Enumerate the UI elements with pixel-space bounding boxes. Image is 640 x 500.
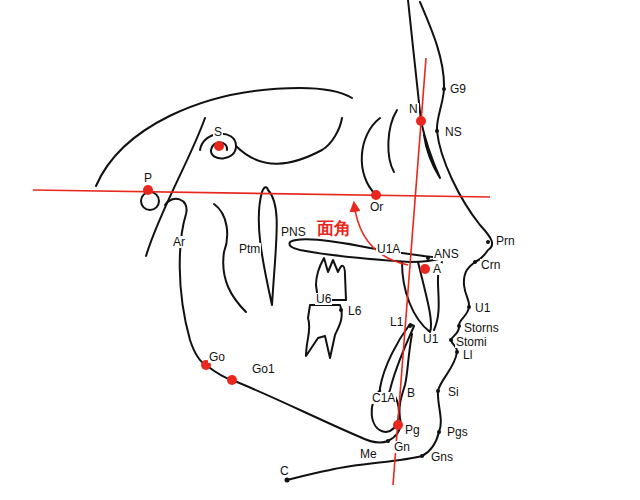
landmark-label: ANS [433, 248, 460, 260]
landmark-label: Pgs [446, 426, 469, 438]
landmark-label: C1A [371, 392, 396, 404]
soft-landmark-dot [426, 256, 430, 260]
landmark-dot [227, 375, 237, 385]
soft-landmark-dot [435, 129, 439, 133]
ramus-anterior [214, 204, 246, 312]
ear-rod [141, 192, 159, 210]
landmark-dot [416, 116, 426, 126]
landmark-label: L1 [389, 316, 404, 328]
landmark-label: Or [369, 201, 384, 213]
soft-landmark-dot [473, 260, 477, 264]
soft-landmark-dot [442, 87, 446, 91]
landmark-label: Go1 [251, 363, 276, 375]
landmark-label: PNS [280, 226, 307, 238]
soft-landmark-dot [486, 240, 490, 244]
soft-landmark-dot [449, 338, 453, 342]
landmark-label: Si [447, 386, 460, 398]
soft-landmark-dot [455, 350, 459, 354]
anterior-cranial-base [236, 118, 342, 164]
landmark-label: L6 [347, 305, 362, 317]
soft-landmark-dot [408, 324, 412, 328]
orbit-inner [388, 110, 397, 172]
landmark-label: B [406, 387, 416, 399]
landmark-label: P [143, 172, 153, 184]
landmark-label: NS [444, 126, 463, 138]
palate [289, 239, 442, 262]
landmark-dot [371, 190, 381, 200]
soft-landmark-dot [457, 324, 461, 328]
landmark-label: U1 [422, 333, 439, 345]
landmark-label: Gns [430, 451, 454, 463]
cranial-outline [96, 88, 352, 186]
landmark-label: U6 [315, 293, 332, 305]
landmark-label: Ptm [238, 243, 261, 255]
soft-landmark-dot [420, 454, 424, 458]
landmark-label: Prn [495, 235, 516, 247]
landmark-label: U1A [376, 243, 401, 255]
landmark-label: N [408, 103, 419, 115]
soft-landmark-dot [386, 439, 390, 443]
landmark-label: Gn [393, 441, 411, 453]
lower-molar [306, 305, 342, 358]
orbit [362, 118, 380, 195]
landmark-dot [214, 141, 224, 151]
landmark-dot [143, 185, 153, 195]
landmark-dot [393, 420, 403, 430]
landmark-label: Crn [480, 259, 501, 271]
landmark-label: G9 [449, 83, 467, 95]
soft-landmark-dot [437, 430, 441, 434]
landmark-label: C [279, 465, 290, 477]
soft-landmark-dot [467, 305, 471, 309]
landmark-label: Me [359, 448, 378, 460]
soft-landmark-dot [436, 389, 440, 393]
landmark-label: Ar [172, 236, 186, 248]
soft-tissue-profile [287, 2, 492, 480]
landmark-label: Stomi [455, 336, 488, 348]
landmark-label: A [432, 263, 442, 275]
landmark-label: S [213, 126, 223, 138]
soft-landmark-dot [339, 308, 343, 312]
landmark-label: Go [208, 351, 226, 363]
soft-landmark-dot [285, 478, 290, 483]
frankfort-plane [33, 190, 490, 197]
pterygomaxillary-fissure [259, 187, 277, 305]
angle-label: 面角 [316, 220, 352, 237]
mandible-outline [165, 199, 412, 443]
landmark-label: Pg [404, 424, 421, 436]
landmark-label: U1 [474, 302, 491, 314]
landmark-label: Storns [463, 322, 500, 334]
landmark-label: Ll [462, 349, 473, 361]
clivus [146, 118, 205, 256]
landmark-dot [420, 264, 430, 274]
